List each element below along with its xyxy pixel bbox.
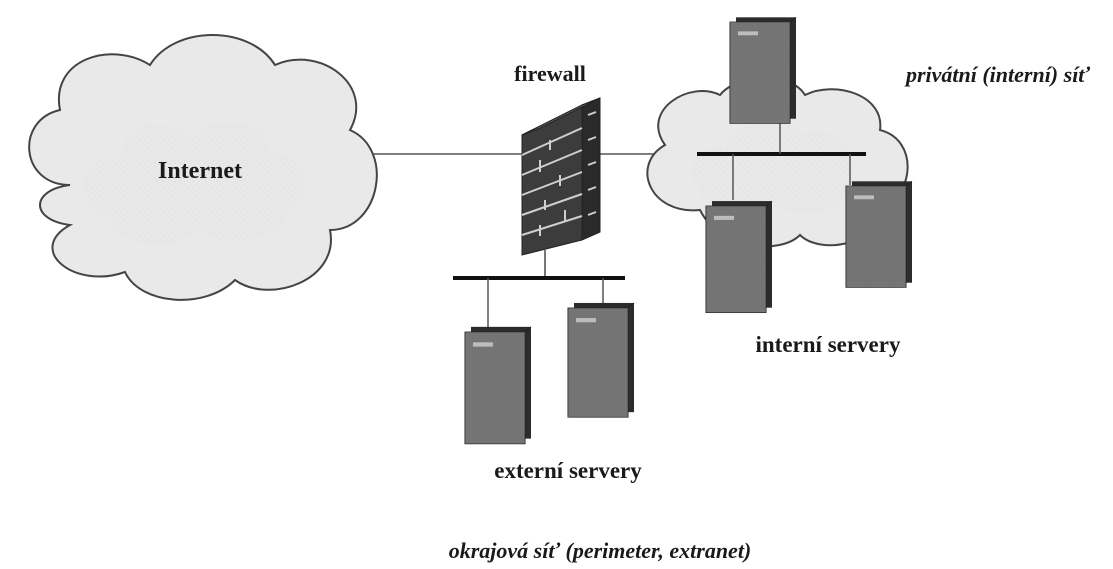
internal-bus bbox=[697, 120, 866, 200]
firewall-label: firewall bbox=[514, 61, 586, 86]
internet-cloud: Internet bbox=[28, 34, 378, 301]
external-servers-label: externí servery bbox=[494, 458, 642, 483]
internal-servers-label: interní servery bbox=[756, 332, 901, 357]
perimeter-network-label: okrajová síť (perimeter, extranet) bbox=[449, 538, 752, 563]
internal-server-top bbox=[729, 16, 797, 124]
private-network-label: privátní (interní) síť bbox=[904, 62, 1090, 87]
firewall-icon: firewall bbox=[514, 61, 601, 256]
external-server-left bbox=[464, 326, 532, 445]
internal-server-left bbox=[705, 200, 773, 314]
connection-lines bbox=[352, 153, 660, 278]
internal-server-right bbox=[845, 180, 913, 288]
internet-label: Internet bbox=[158, 158, 242, 184]
external-server-right bbox=[567, 302, 635, 418]
perimeter-bus bbox=[453, 276, 625, 330]
